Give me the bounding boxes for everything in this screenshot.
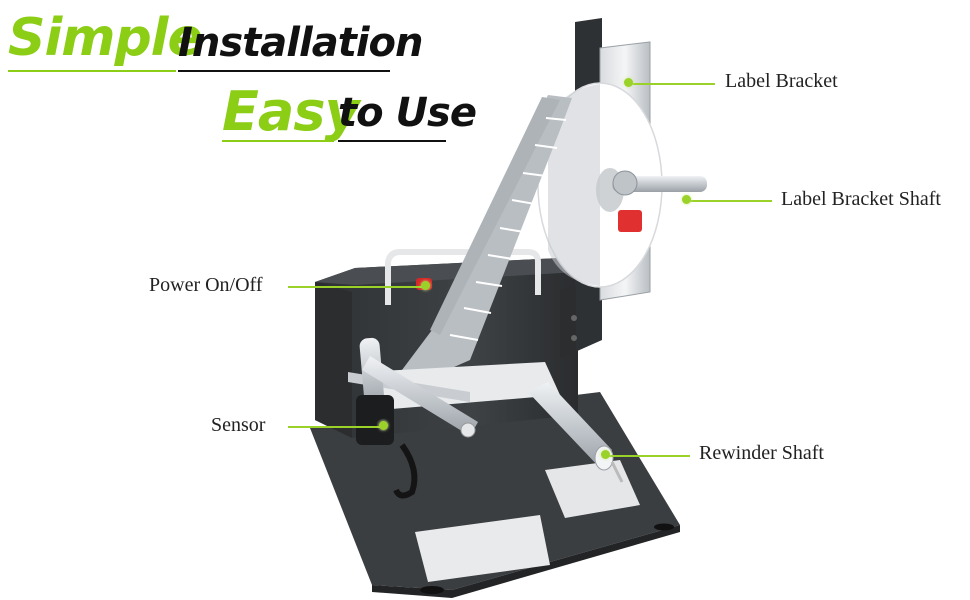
headline-underline-2a xyxy=(222,140,334,142)
sensor-dot xyxy=(379,421,388,430)
rewinder-shaft-line xyxy=(606,455,690,457)
label-bracket-shaft-line xyxy=(686,200,772,202)
rewinder-shaft-callout: Rewinder Shaft xyxy=(699,442,824,464)
headline-underline-1a xyxy=(8,70,176,72)
power-callout: Power On/Off xyxy=(149,274,263,296)
headline-underline-2b xyxy=(338,140,446,142)
label-bracket-shaft-dot xyxy=(682,195,691,204)
label-bracket-callout: Label Bracket xyxy=(725,70,838,92)
label-bracket-shaft-callout: Label Bracket Shaft xyxy=(781,188,941,210)
label-bracket-line xyxy=(628,83,715,85)
label-bracket-dot xyxy=(624,78,633,87)
headline-underline-1b xyxy=(178,70,390,72)
rewinder-shaft-dot xyxy=(601,450,610,459)
power-line xyxy=(288,286,426,288)
headline-simple: Simple xyxy=(8,8,203,68)
sensor-callout: Sensor xyxy=(211,414,266,436)
headline-easy: Easy xyxy=(222,80,360,143)
sensor-line xyxy=(288,426,384,428)
power-dot xyxy=(421,281,430,290)
headline-to-use: to Use xyxy=(338,90,477,136)
headline-installation: Installation xyxy=(178,20,423,66)
